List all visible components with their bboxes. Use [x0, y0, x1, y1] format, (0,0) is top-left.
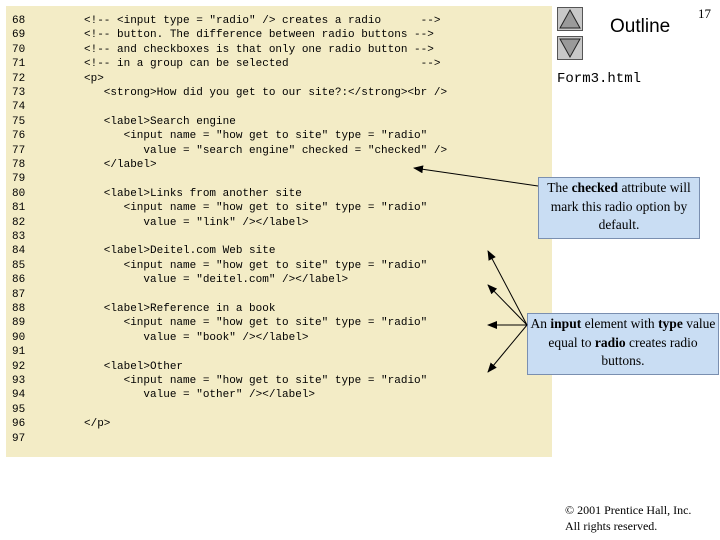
file-name: Form3.html [557, 71, 642, 87]
code-text: </p> [84, 418, 111, 431]
code-text: <input name = "how get to site" type = "… [84, 375, 428, 387]
copyright-line: © 2001 Prentice Hall, Inc. [565, 503, 692, 517]
code-text: <label>Other [84, 360, 184, 373]
line-number: 75 [12, 115, 26, 128]
line-number: 83 [12, 231, 26, 243]
line-number: 97 [12, 432, 26, 445]
arrow-to-radio-1 [487, 250, 528, 326]
line-number: 92 [12, 360, 26, 373]
arrow-to-checked [413, 165, 539, 187]
line-number: 73 [12, 87, 26, 99]
code-text: value = "book" /></label> [84, 331, 309, 344]
line-number: 96 [12, 418, 26, 431]
copyright-line: All rights reserved. [565, 519, 658, 533]
code-text: </label> [84, 159, 157, 171]
line-number: 68 [12, 15, 26, 27]
callout-text: creates radio buttons. [601, 334, 698, 369]
line-number: 85 [12, 259, 26, 272]
arrow-to-radio-4 [487, 324, 528, 373]
line-number: 88 [12, 303, 26, 315]
line-number: 91 [12, 346, 26, 359]
line-number: 82 [12, 216, 26, 229]
line-number: 74 [12, 101, 26, 114]
callout-keyword: checked [571, 180, 619, 195]
callout-text: value equal to [548, 316, 716, 350]
line-number: 76 [12, 130, 26, 143]
code-text: <label>Deitel.com Web site [84, 245, 276, 258]
line-number: 90 [12, 331, 26, 344]
code-text: value = "link" /></label> [84, 216, 309, 229]
code-text: <label>Search engine [84, 115, 236, 128]
code-text: <!-- and checkboxes is that only one rad… [84, 43, 434, 56]
line-number: 93 [12, 375, 26, 387]
line-number: 86 [12, 274, 26, 287]
triangle-up-icon [559, 8, 581, 29]
line-number: 89 [12, 317, 26, 330]
line-number: 77 [12, 144, 26, 157]
callout-text: The [547, 180, 572, 195]
code-text: <label>Links from another site [84, 187, 302, 200]
line-number: 71 [12, 58, 26, 71]
slide-number: 17 [698, 6, 711, 21]
callout-keyword: input [550, 316, 582, 331]
code-text: value = "other" /></label> [84, 389, 316, 402]
callout-keyword: type [658, 316, 683, 331]
line-number: 94 [12, 389, 26, 402]
outline-title[interactable]: Outline [610, 16, 671, 37]
code-text: <p> [84, 72, 104, 85]
line-number: 69 [12, 29, 26, 42]
next-slide-button[interactable] [557, 36, 583, 60]
callout-text: element with [581, 316, 659, 331]
triangle-down-icon [559, 38, 581, 59]
code-text: <strong>How did you get to our site?:</s… [84, 87, 448, 99]
code-text: value = "search engine" checked = "check… [84, 144, 448, 157]
previous-slide-button[interactable] [557, 7, 583, 31]
code-text: value = "deitel.com" /></label> [84, 274, 349, 287]
line-number: 72 [12, 72, 26, 85]
callout-keyword: radio [594, 334, 626, 350]
code-panel: 68 <!-- <input type = "radio" /> creates … [6, 6, 552, 457]
line-number: 70 [12, 43, 26, 56]
callout-radio-input: An input element with type value equal t… [527, 313, 719, 375]
code-text: <input name = "how get to site" type = "… [84, 130, 428, 143]
callout-text: attribute will mark this radio option by… [550, 180, 691, 232]
code-text: <!-- in a group can be selected --> [84, 58, 441, 71]
code-text: <label>Reference in a book [84, 303, 276, 315]
callout-checked-attribute: The checked attribute will mark this rad… [538, 177, 700, 239]
line-number: 78 [12, 159, 26, 171]
line-number: 95 [12, 403, 26, 416]
line-number: 87 [12, 288, 26, 301]
code-text: <input name = "how get to site" type = "… [84, 202, 428, 215]
code-text: <!-- button. The difference between radi… [84, 29, 434, 42]
code-text: <input name = "how get to site" type = "… [84, 259, 428, 272]
line-number: 79 [12, 173, 26, 186]
copyright: © 2001 Prentice Hall, Inc. All rights re… [565, 502, 691, 534]
line-number: 80 [12, 187, 26, 200]
callout-text: An [530, 316, 551, 331]
code-text: <input name = "how get to site" type = "… [84, 317, 428, 330]
line-number: 84 [12, 245, 26, 258]
arrow-to-radio-2 [487, 284, 528, 326]
code-text: <!-- <input type = "radio" /> creates a … [84, 15, 441, 27]
line-number: 81 [12, 202, 26, 215]
